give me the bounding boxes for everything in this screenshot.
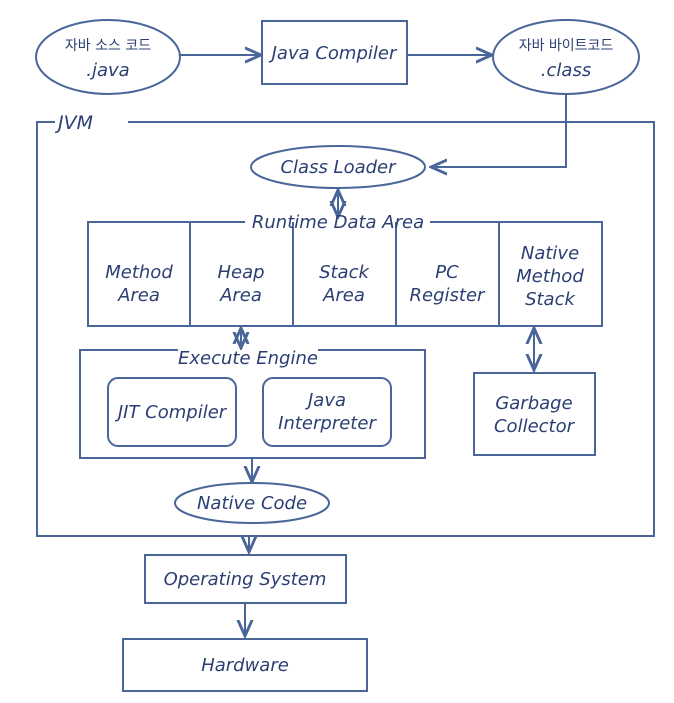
svg-text:Stack: Stack	[525, 289, 576, 310]
hardware-node: Hardware	[122, 638, 368, 692]
java-bytecode-node: 자바 바이트코드 .class	[492, 19, 640, 95]
svg-text:Native Code: Native Code	[197, 493, 307, 514]
arrow-bytecode-to-class-loader	[431, 94, 567, 167]
svg-text:Area: Area	[219, 285, 262, 306]
java-interpreter-node: Java Interpreter	[262, 377, 392, 447]
svg-text:Method: Method	[105, 262, 173, 283]
heap-area-cell: Heap Area	[217, 262, 264, 306]
svg-text:Register: Register	[410, 285, 487, 306]
svg-text:PC: PC	[435, 262, 459, 283]
svg-text:Java Compiler: Java Compiler	[269, 43, 398, 64]
svg-text:.class: .class	[541, 60, 591, 81]
svg-text:Area: Area	[322, 285, 365, 306]
svg-text:.java: .java	[86, 60, 129, 81]
jvm-label: JVM	[54, 112, 93, 134]
svg-text:자바 소스 코드: 자바 소스 코드	[65, 38, 151, 54]
java-compiler-node: Java Compiler	[261, 20, 408, 85]
svg-text:Operating System: Operating System	[164, 569, 327, 590]
svg-text:Native: Native	[521, 243, 579, 264]
svg-text:Class Loader: Class Loader	[280, 157, 397, 178]
svg-text:Collector: Collector	[494, 416, 576, 437]
java-source-node: 자바 소스 코드 .java	[35, 19, 181, 95]
native-method-stack-cell: Native Method Stack	[516, 243, 584, 310]
svg-text:Method: Method	[516, 266, 584, 287]
svg-text:Stack: Stack	[319, 262, 370, 283]
svg-text:JIT Compiler: JIT Compiler	[115, 402, 228, 423]
svg-text:Java: Java	[305, 390, 346, 411]
garbage-collector-node: Garbage Collector	[473, 372, 596, 456]
pc-register-cell: PC Register	[410, 262, 487, 306]
svg-text:Garbage: Garbage	[495, 393, 572, 414]
execute-engine-label: Execute Engine	[178, 348, 318, 369]
svg-text:Interpreter: Interpreter	[278, 413, 377, 434]
runtime-data-area-label: Runtime Data Area	[252, 212, 424, 233]
runtime-data-area: Runtime Data Area Method Area Heap Area …	[87, 212, 603, 327]
svg-text:Area: Area	[117, 285, 160, 306]
svg-text:Heap: Heap	[217, 262, 264, 283]
operating-system-node: Operating System	[144, 554, 347, 604]
method-area-cell: Method Area	[105, 262, 173, 306]
stack-area-cell: Stack Area	[319, 262, 370, 306]
svg-text:Hardware: Hardware	[201, 655, 289, 676]
execute-engine: Execute Engine JIT Compiler Java Interpr…	[79, 348, 426, 459]
class-loader-node: Class Loader	[250, 145, 426, 189]
svg-text:자바 바이트코드: 자바 바이트코드	[519, 38, 614, 54]
jit-compiler-node: JIT Compiler	[107, 377, 237, 447]
native-code-node: Native Code	[174, 482, 330, 524]
